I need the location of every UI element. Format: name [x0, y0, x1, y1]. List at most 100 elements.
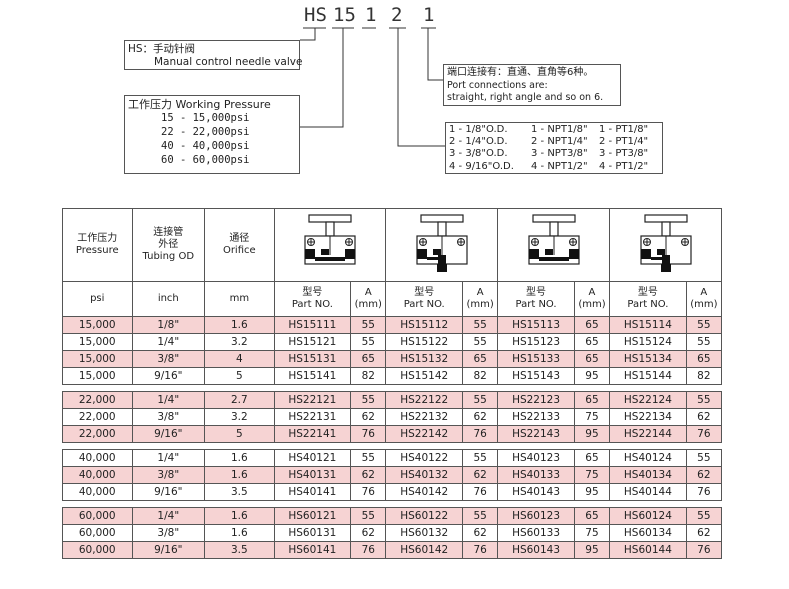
- hs-legend-box: HS：手动针阀 Manual control needle valve: [124, 40, 303, 70]
- unit-a-label: A: [476, 287, 484, 298]
- cell-a-mm: 65: [685, 350, 723, 368]
- cell-pressure: 60,000: [62, 541, 133, 559]
- cell-tubing-od: 1/8": [131, 316, 206, 334]
- cell-a-mm: 55: [685, 449, 723, 467]
- cell-part-no: HS60141: [273, 541, 352, 559]
- unit-a: A(mm): [685, 281, 723, 317]
- cell-a-mm: 62: [685, 408, 723, 426]
- cell-part-no: HS40142: [385, 483, 463, 501]
- group-spacer-cell: [62, 500, 722, 508]
- cell-a-mm: 82: [685, 367, 723, 385]
- size-od: 1 - 1/8"O.D.: [449, 124, 508, 135]
- cell-a-mm: 62: [350, 408, 387, 426]
- size-od: 4 - 9/16"O.D.: [449, 160, 514, 172]
- unit-tubing: inch: [131, 281, 206, 317]
- cell-a-mm: 95: [573, 367, 611, 385]
- pressure-item: 15 - 15,000psi: [161, 112, 250, 124]
- spec-table: 工作压力 Pressure 连接管 外径 Tubing OD 通径 Orific…: [62, 208, 723, 559]
- cell-a-mm: 62: [350, 466, 387, 484]
- cell-part-no: HS60134: [609, 524, 687, 542]
- cell-a-mm: 55: [461, 391, 499, 409]
- cell-tubing-od: 1/4": [131, 391, 206, 409]
- header-tubing: 连接管 外径 Tubing OD: [131, 208, 206, 282]
- cell-part-no: HS60123: [497, 507, 575, 525]
- cell-a-mm: 65: [573, 316, 611, 334]
- cell-part-no: HS40131: [273, 466, 352, 484]
- cell-part-no: HS22133: [497, 408, 575, 426]
- cell-part-no: HS22143: [497, 425, 575, 443]
- pressure-legend-box: 工作压力 Working Pressure 15 - 15,000psi 22 …: [124, 95, 300, 174]
- cell-a-mm: 65: [461, 350, 499, 368]
- unit-a: A(mm): [350, 281, 387, 317]
- cell-part-no: HS22121: [273, 391, 352, 409]
- group-spacer: [62, 384, 722, 392]
- cell-part-no: HS15143: [497, 367, 575, 385]
- cell-orifice: 4: [204, 350, 275, 368]
- cell-pressure: 22,000: [62, 391, 133, 409]
- size-npt: 3 - NPT3/8": [531, 148, 588, 160]
- cell-part-no: HS40133: [497, 466, 575, 484]
- cell-tubing-od: 3/8": [131, 350, 206, 368]
- header-orifice: 通径 Orifice: [204, 208, 275, 282]
- cell-a-mm: 62: [461, 524, 499, 542]
- cell-a-mm: 75: [573, 466, 611, 484]
- cell-part-no: HS60144: [609, 541, 687, 559]
- cell-a-mm: 55: [461, 333, 499, 351]
- cell-a-mm: 82: [461, 367, 499, 385]
- cell-part-no: HS40141: [273, 483, 352, 501]
- size-npt: 4 - NPT1/2": [531, 160, 588, 172]
- cell-pressure: 15,000: [62, 350, 133, 368]
- group-spacer-cell: [62, 442, 722, 450]
- cell-part-no: HS15121: [273, 333, 352, 351]
- code-part-hs: HS: [304, 4, 327, 26]
- cell-pressure: 15,000: [62, 367, 133, 385]
- unit-part-cn: 型号: [637, 287, 658, 298]
- needle-valve-icon: [639, 214, 692, 272]
- cell-orifice: 1.6: [204, 466, 275, 484]
- cell-part-no: HS60142: [385, 541, 463, 559]
- cell-part-no: HS40124: [609, 449, 687, 467]
- header-orifice-cn: 通径: [229, 233, 250, 244]
- cell-part-no: HS15133: [497, 350, 575, 368]
- cell-part-no: HS15124: [609, 333, 687, 351]
- cell-part-no: HS40144: [609, 483, 687, 501]
- cell-pressure: 22,000: [62, 425, 133, 443]
- cell-orifice: 3.5: [204, 541, 275, 559]
- cell-tubing-od: 1/4": [131, 507, 206, 525]
- cell-part-no: HS22134: [609, 408, 687, 426]
- cell-part-no: HS22141: [273, 425, 352, 443]
- cell-orifice: 1.6: [204, 449, 275, 467]
- unit-a-label: A: [588, 287, 596, 298]
- cell-tubing-od: 9/16": [131, 367, 206, 385]
- header-pressure-en: Pressure: [75, 245, 119, 256]
- group-spacer-cell: [62, 384, 722, 392]
- cell-a-mm: 65: [573, 350, 611, 368]
- cell-a-mm: 76: [461, 483, 499, 501]
- cell-part-no: HS15114: [609, 316, 687, 334]
- cell-part-no: HS15122: [385, 333, 463, 351]
- cell-part-no: HS15123: [497, 333, 575, 351]
- cell-tubing-od: 1/4": [131, 449, 206, 467]
- group-spacer: [62, 442, 722, 450]
- unit-a-mm: (mm): [466, 299, 494, 310]
- cell-tubing-od: 9/16": [131, 425, 206, 443]
- cell-pressure: 22,000: [62, 408, 133, 426]
- code-part-type: 1: [365, 4, 377, 26]
- cell-a-mm: 62: [461, 466, 499, 484]
- size-pt: 4 - PT1/2": [599, 160, 649, 172]
- size-pt: 2 - PT1/4": [599, 136, 649, 148]
- cell-part-no: HS15144: [609, 367, 687, 385]
- cell-pressure: 40,000: [62, 483, 133, 501]
- hs-legend-line2: Manual control needle valve: [154, 56, 303, 68]
- cell-part-no: HS40132: [385, 466, 463, 484]
- pressure-legend-title: 工作压力 Working Pressure: [128, 98, 271, 111]
- cell-a-mm: 76: [461, 425, 499, 443]
- cell-a-mm: 55: [350, 316, 387, 334]
